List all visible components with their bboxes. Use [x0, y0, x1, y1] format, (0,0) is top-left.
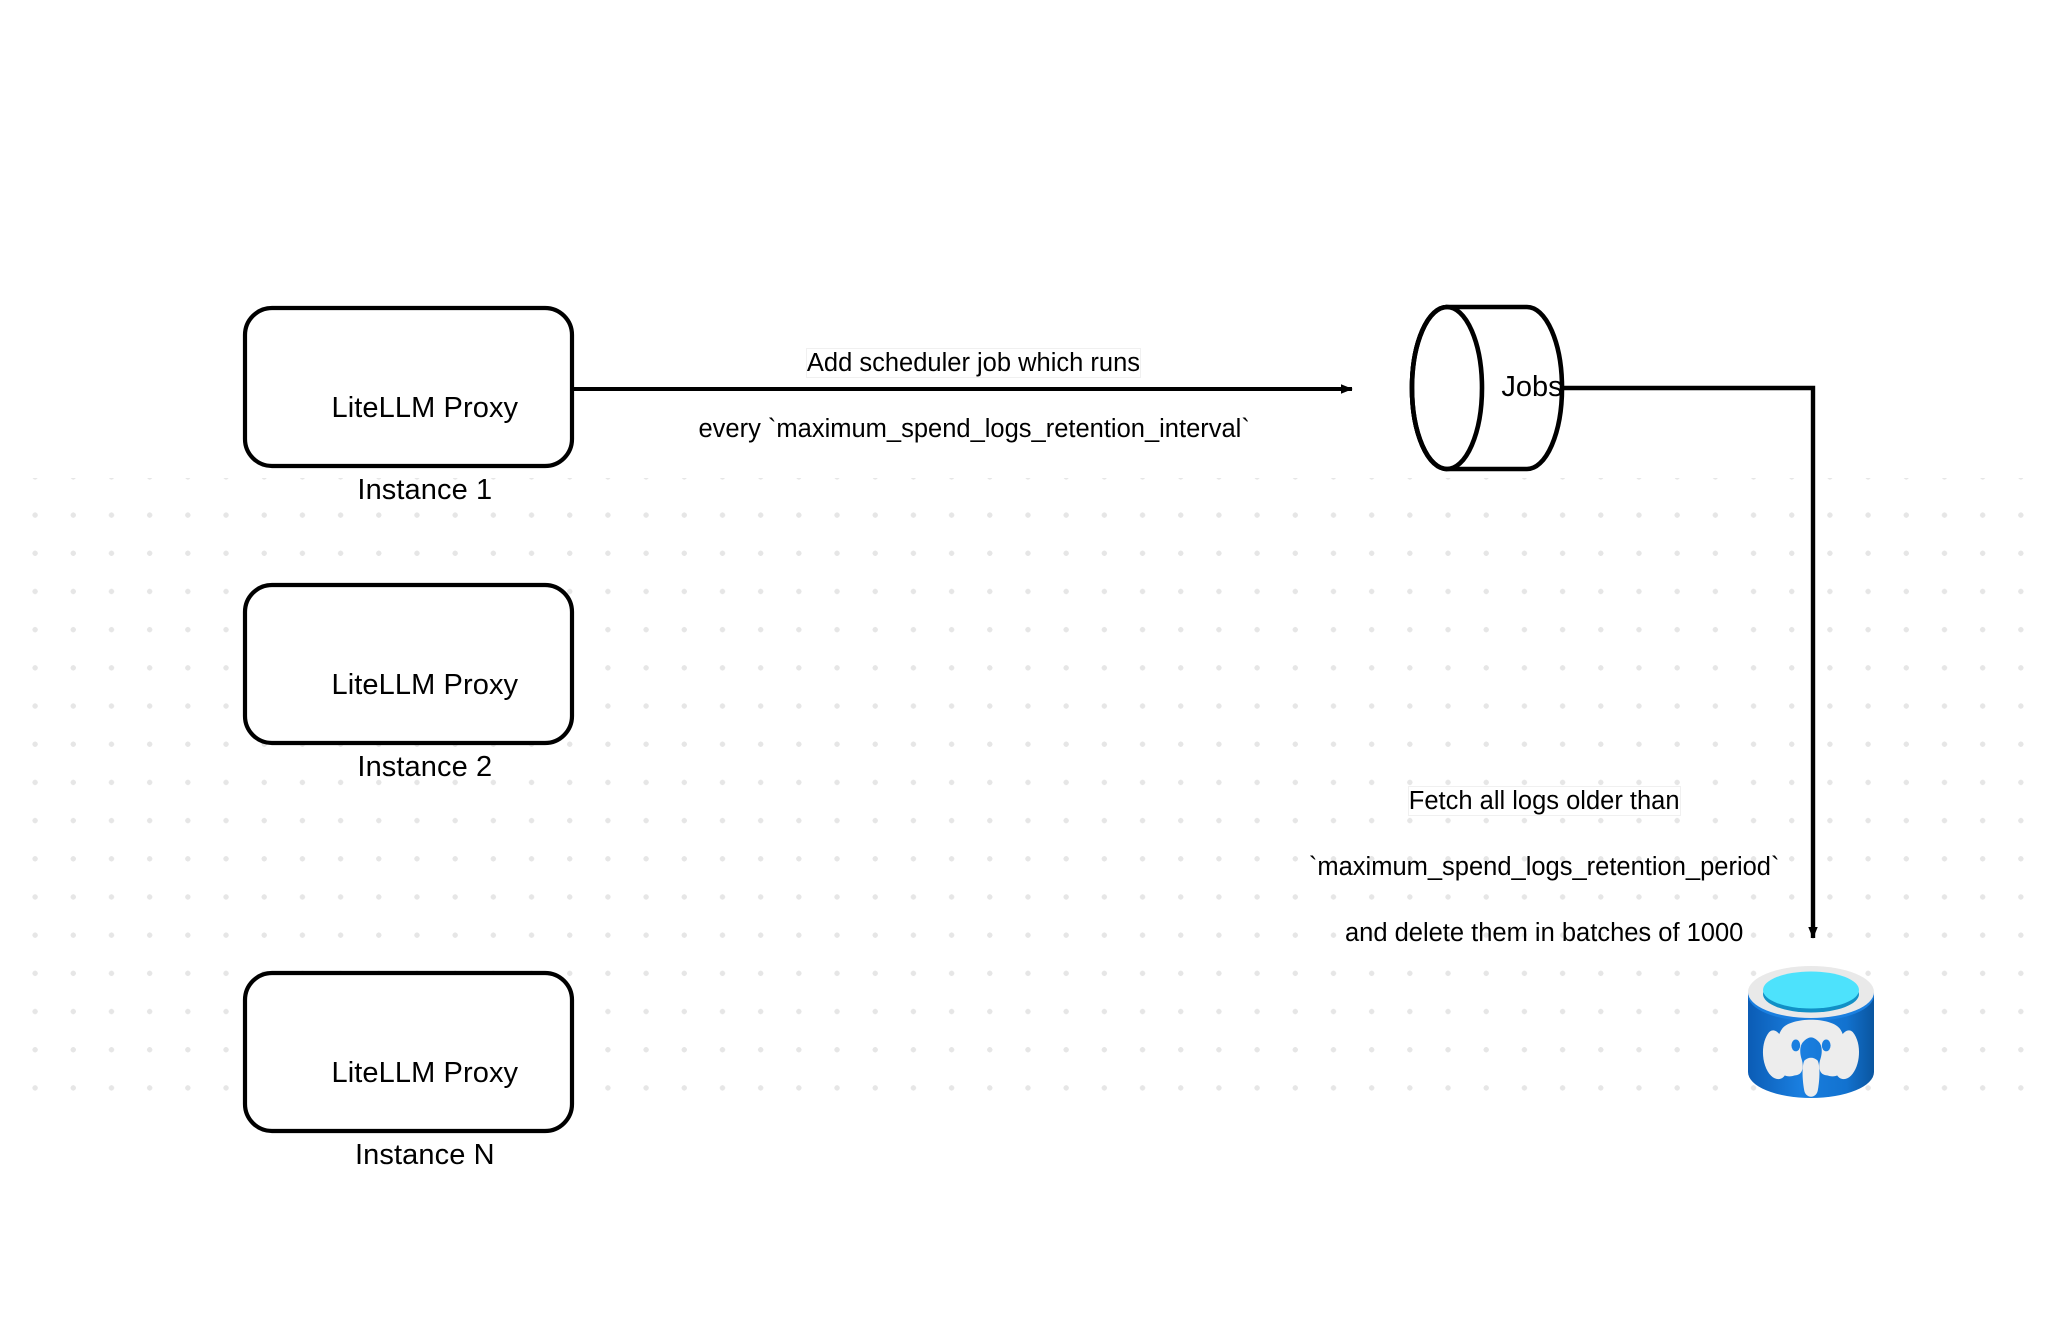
edge-proxy-to-jobs-label: Add scheduler job which runs every `maxi…: [600, 314, 1320, 479]
edge-jobs-to-postgres-label: Fetch all logs older than `maximum_spend…: [1250, 752, 1810, 983]
edge-jobs-to-postgres-label-line2: `maximum_spend_logs_retention_period`: [1308, 853, 1780, 881]
edge-jobs-to-postgres: [1562, 385, 1818, 939]
edge-proxy-to-jobs-label-line2: every `maximum_spend_logs_retention_inte…: [698, 415, 1250, 443]
edge-jobs-to-postgres-label-line1: Fetch all logs older than: [1408, 787, 1680, 815]
postgres-database-icon[interactable]: [1748, 966, 1874, 1098]
node-proxy-instance-1[interactable]: [242, 305, 575, 469]
node-jobs-queue[interactable]: [1409, 304, 1565, 472]
node-proxy-instance-2[interactable]: [242, 582, 575, 746]
node-proxy-instance-n[interactable]: [242, 970, 575, 1134]
edge-proxy-to-jobs-label-line1: Add scheduler job which runs: [806, 349, 1141, 377]
jobs-queue-label: Jobs: [1501, 371, 1563, 403]
edge-jobs-to-postgres-label-line3: and delete them in batches of 1000: [1344, 919, 1744, 947]
